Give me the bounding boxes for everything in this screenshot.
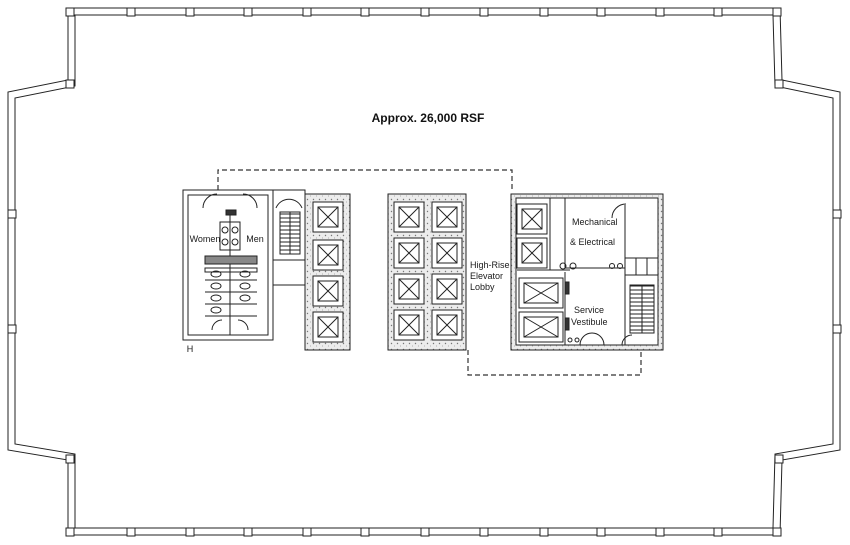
lobby-label-line3: Lobby bbox=[470, 282, 495, 292]
area-title: Approx. 26,000 RSF bbox=[372, 111, 485, 125]
service-label-line2: Vestibule bbox=[571, 317, 608, 327]
stair-1 bbox=[272, 189, 306, 286]
women-label: Women bbox=[190, 234, 221, 244]
lobby-label-line2: Elevator bbox=[470, 271, 503, 281]
mechanical-label-line2: & Electrical bbox=[570, 237, 615, 247]
elevator-bank-left bbox=[304, 193, 351, 351]
lobby-label-line1: High-Rise bbox=[470, 260, 510, 270]
restroom-block bbox=[182, 189, 274, 341]
elevator-bank-middle bbox=[387, 193, 467, 351]
core-boundary-dashed-lower bbox=[467, 350, 642, 376]
core-boundary-dashed bbox=[217, 169, 513, 192]
mechanical-label-line1: Mechanical bbox=[572, 217, 618, 227]
h-marker: H bbox=[187, 344, 194, 354]
window-mullions bbox=[7, 7, 842, 537]
men-label: Men bbox=[246, 234, 264, 244]
right-core bbox=[510, 193, 664, 351]
service-label-line1: Service bbox=[574, 305, 604, 315]
